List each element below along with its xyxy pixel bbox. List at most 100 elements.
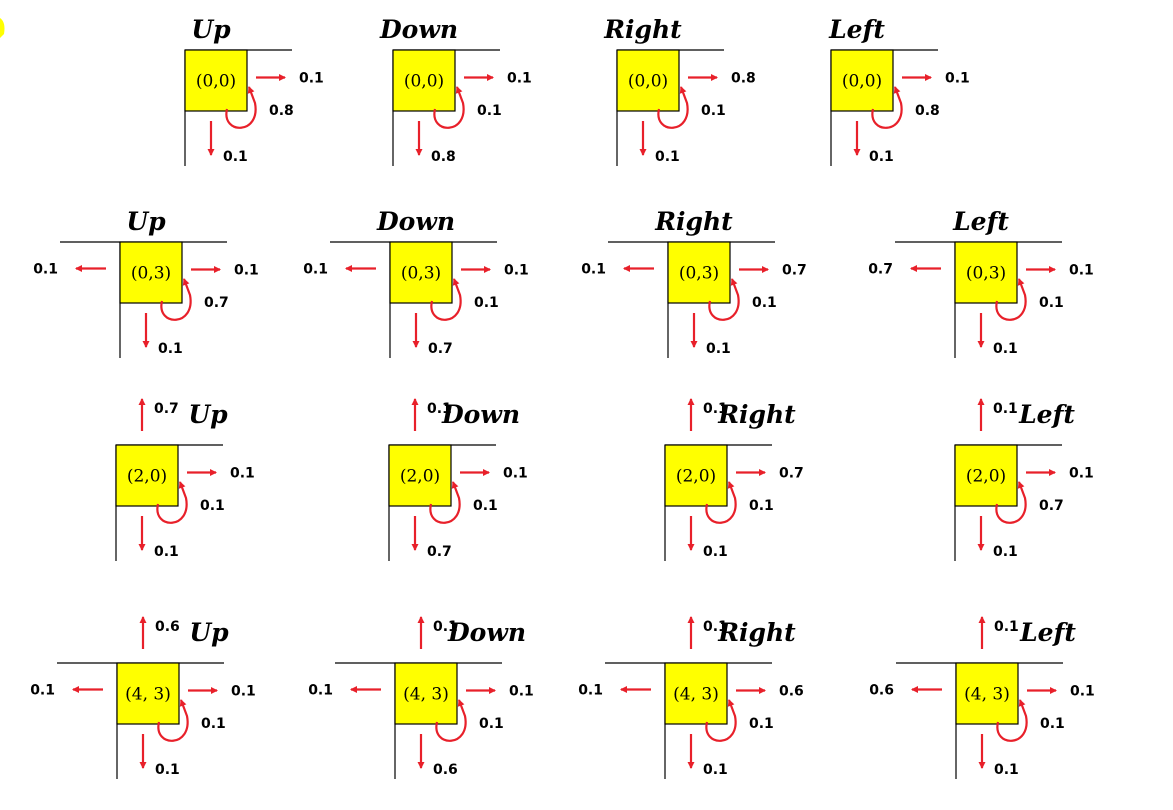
right-prob: 0.1 — [230, 466, 255, 482]
up-prob: 0.6 — [155, 619, 180, 635]
down-prob: 0.7 — [427, 544, 452, 560]
down-prob: 0.1 — [158, 341, 183, 357]
down-prob: 0.1 — [993, 544, 1018, 560]
stay-prob: 0.7 — [1039, 498, 1064, 514]
stay-loop — [429, 481, 461, 524]
state-label: (0,0) — [628, 72, 668, 92]
state-cell — [830, 49, 894, 112]
stay-loop — [708, 278, 740, 321]
up-prob: 0.1 — [703, 619, 728, 635]
up-prob: 0.1 — [427, 401, 452, 417]
action-title: Up — [126, 207, 166, 236]
action-title: Left — [1019, 618, 1076, 647]
action-title: Right — [717, 400, 796, 429]
right-prob: 0.8 — [731, 71, 756, 87]
stay-loop — [705, 481, 737, 524]
stay-loop — [160, 278, 192, 321]
state-label: (0,0) — [404, 72, 444, 92]
stay-prob: 0.1 — [752, 295, 777, 311]
action-title: Down — [376, 207, 455, 236]
down-prob: 0.1 — [154, 544, 179, 560]
down-prob: 0.7 — [428, 341, 453, 357]
down-prob: 0.1 — [994, 762, 1019, 778]
stay-prob: 0.1 — [1040, 716, 1065, 732]
stay-loop — [995, 481, 1027, 524]
stay-loop — [657, 86, 689, 129]
stay-prob: 0.1 — [200, 498, 225, 514]
down-prob: 0.6 — [433, 762, 458, 778]
state-label: (0,3) — [966, 264, 1006, 284]
state-cell — [116, 662, 180, 725]
action-title: Left — [1018, 400, 1075, 429]
state-label: (4, 3) — [964, 685, 1010, 705]
state-label: (4, 3) — [403, 685, 449, 705]
action-title: Up — [191, 15, 231, 44]
state-cell — [392, 49, 456, 112]
left-prob: 0.1 — [33, 262, 58, 278]
state-label: (2,0) — [966, 467, 1006, 487]
state-label: (4, 3) — [673, 685, 719, 705]
right-prob: 0.1 — [945, 71, 970, 87]
panel-up-3: (4, 3)0.10.10.10.60.1Up — [30, 616, 256, 779]
stay-prob: 0.7 — [204, 295, 229, 311]
up-prob: 0.1 — [994, 619, 1019, 635]
stay-prob: 0.1 — [701, 103, 726, 119]
stay-loop — [705, 699, 737, 742]
action-title: Left — [828, 15, 885, 44]
right-prob: 0.1 — [504, 263, 529, 279]
left-prob: 0.1 — [303, 262, 328, 278]
state-label: (0,0) — [842, 72, 882, 92]
state-cell — [667, 241, 731, 304]
right-prob: 0.7 — [779, 466, 804, 482]
down-prob: 0.1 — [655, 149, 680, 165]
right-prob: 0.1 — [234, 263, 259, 279]
state-label: (2,0) — [400, 467, 440, 487]
corner-mark — [0, 18, 5, 38]
stay-loop — [995, 278, 1027, 321]
stay-loop — [157, 699, 189, 742]
right-prob: 0.1 — [509, 684, 534, 700]
action-title: Down — [441, 400, 520, 429]
action-title: Up — [188, 400, 228, 429]
stay-prob: 0.1 — [749, 498, 774, 514]
action-title: Down — [447, 618, 526, 647]
state-cell — [954, 444, 1018, 507]
stay-prob: 0.1 — [749, 716, 774, 732]
stay-loop — [156, 481, 188, 524]
up-prob: 0.1 — [433, 619, 458, 635]
right-prob: 0.7 — [782, 263, 807, 279]
stay-loop — [225, 86, 257, 129]
left-prob: 0.1 — [578, 683, 603, 699]
right-prob: 0.6 — [779, 684, 804, 700]
stay-prob: 0.8 — [269, 103, 294, 119]
state-cell — [664, 444, 728, 507]
state-cell — [955, 662, 1019, 725]
stay-loop — [435, 699, 467, 742]
left-prob: 0.1 — [30, 683, 55, 699]
right-prob: 0.1 — [507, 71, 532, 87]
left-prob: 0.1 — [581, 262, 606, 278]
stay-loop — [996, 699, 1028, 742]
action-title: Right — [717, 618, 796, 647]
down-prob: 0.1 — [703, 762, 728, 778]
right-prob: 0.1 — [299, 71, 324, 87]
state-label: (0,3) — [131, 264, 171, 284]
down-prob: 0.1 — [223, 149, 248, 165]
stay-prob: 0.8 — [915, 103, 940, 119]
stay-prob: 0.1 — [1039, 295, 1064, 311]
state-cell — [616, 49, 680, 112]
up-prob: 0.1 — [703, 401, 728, 417]
action-title: Right — [654, 207, 733, 236]
right-prob: 0.1 — [1069, 263, 1094, 279]
panel-up-0: (0,0) 0.1 0.1 0.8 Up — [184, 15, 324, 166]
state-cell — [389, 241, 453, 304]
state-cell — [388, 444, 452, 507]
state-label: (0,0) — [196, 72, 236, 92]
